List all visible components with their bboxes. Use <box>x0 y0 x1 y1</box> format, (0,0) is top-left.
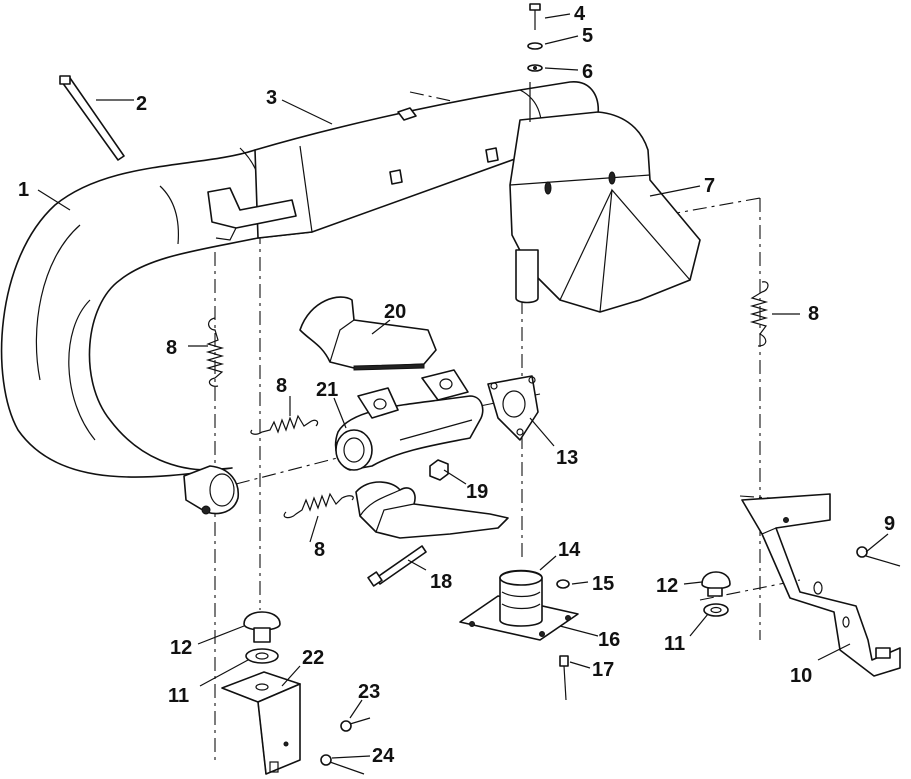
spring-part-8-right <box>749 281 769 347</box>
bracket-part-22 <box>221 671 301 775</box>
callout-11-left: 11 <box>168 685 189 707</box>
callout-11-right: 11 <box>664 633 685 655</box>
callout-1: 1 <box>18 179 29 201</box>
leader-lines <box>37 13 889 759</box>
bolt-stack-parts-4-6 <box>527 3 543 72</box>
callout-8-upper-mid: 8 <box>276 375 287 397</box>
callout-18: 18 <box>430 571 452 593</box>
callout-7: 7 <box>704 175 715 197</box>
callout-12-right: 12 <box>656 575 678 597</box>
heat-shield-part-20 <box>299 296 437 371</box>
grommet-part-12-right <box>701 571 731 597</box>
callout-23: 23 <box>358 681 380 703</box>
spring-part-8-lower-mid <box>283 492 354 519</box>
callout-2: 2 <box>136 93 147 115</box>
strap-part-2 <box>59 75 125 161</box>
manifold-part-21 <box>334 369 484 471</box>
callout-3: 3 <box>266 87 277 109</box>
callout-12-left: 12 <box>170 637 192 659</box>
bolt-part-18 <box>367 545 427 587</box>
callout-15: 15 <box>592 573 614 595</box>
callout-6: 6 <box>582 61 593 83</box>
callout-8-left: 8 <box>166 337 177 359</box>
washer-part-11-left <box>245 648 279 664</box>
screw-part-17 <box>559 655 569 701</box>
spring-part-8-upper-mid <box>250 414 319 435</box>
cable-part-9 <box>856 546 901 567</box>
callout-14: 14 <box>558 539 581 561</box>
callout-labels: 1 2 3 4 5 6 7 8 8 8 8 9 10 11 11 12 12 1… <box>18 3 895 767</box>
gasket-part-13 <box>487 375 539 441</box>
muffler-part-3 <box>207 81 599 241</box>
nut-part-19 <box>429 459 449 481</box>
washer-part-11-right <box>703 603 729 617</box>
callout-9: 9 <box>884 513 895 535</box>
rivet-part-23 <box>340 717 371 732</box>
bracket-part-10 <box>741 493 901 677</box>
callout-20: 20 <box>384 301 406 323</box>
mount-part-14-16 <box>459 569 579 641</box>
callout-24: 24 <box>372 745 395 767</box>
spring-part-8-left <box>205 317 225 387</box>
callout-21: 21 <box>316 379 338 401</box>
callout-17: 17 <box>592 659 614 681</box>
end-cap-part-7 <box>509 82 701 313</box>
callout-13: 13 <box>556 447 578 469</box>
callout-5: 5 <box>582 25 593 47</box>
callout-10: 10 <box>790 665 812 687</box>
grommet-part-12-left <box>243 611 281 643</box>
callout-8-right: 8 <box>808 303 819 325</box>
callout-8-lower-mid: 8 <box>314 539 325 561</box>
callout-4: 4 <box>574 3 586 25</box>
callout-22: 22 <box>302 647 324 669</box>
washer-part-15 <box>556 579 570 589</box>
callout-19: 19 <box>466 481 488 503</box>
lower-heat-shield <box>355 481 509 539</box>
callout-16: 16 <box>598 629 620 651</box>
rivet-part-24 <box>320 754 365 775</box>
